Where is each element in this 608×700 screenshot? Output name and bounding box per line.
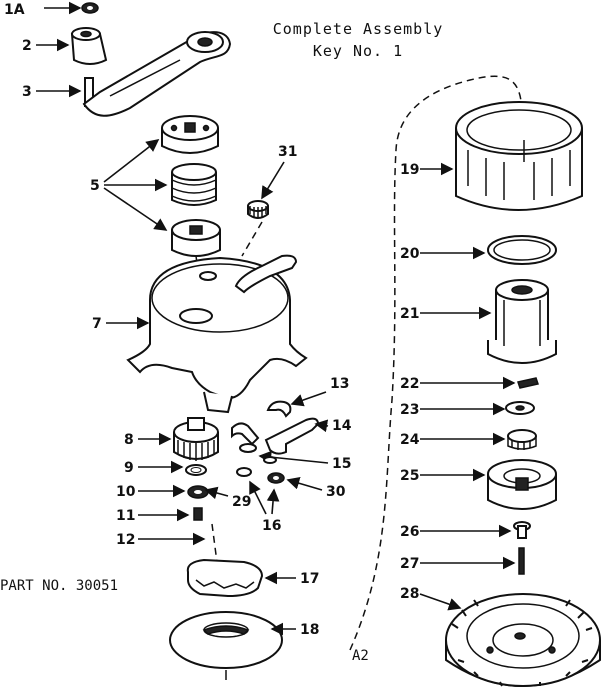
part-16-spacer <box>263 456 277 464</box>
part-number-label: PART NO. 30051 <box>0 578 118 594</box>
callout-17: 17 <box>300 571 319 587</box>
part-13-clip <box>266 400 292 418</box>
callout-27: 27 <box>400 556 419 572</box>
header-key-number: Key No. 1 <box>313 42 403 60</box>
callout-29: 29 <box>232 494 251 510</box>
part-7-housing <box>126 254 308 414</box>
callout-14: 14 <box>332 418 352 434</box>
part-14-lever <box>264 417 320 455</box>
part-10-bearing <box>187 485 209 499</box>
callout-13: 13 <box>330 376 349 392</box>
part-22-key <box>517 377 539 389</box>
callout-16: 16 <box>262 518 281 534</box>
part-5-spring <box>171 163 217 206</box>
callout-3: 3 <box>22 84 32 100</box>
callout-24: 24 <box>400 432 420 448</box>
callout-23: 23 <box>400 402 419 418</box>
part-23-washer <box>505 401 535 415</box>
part-15-link <box>231 422 260 453</box>
callout-18: 18 <box>300 622 319 638</box>
callout-26: 26 <box>400 524 419 540</box>
callout-9: 9 <box>124 460 134 476</box>
callout-28: 28 <box>400 586 419 602</box>
part-11-screw <box>193 507 203 521</box>
axis-line-gear <box>241 221 263 257</box>
part-2-knob <box>70 27 108 65</box>
part-25-clutch-cup <box>487 459 557 510</box>
callout-11: 11 <box>116 508 135 524</box>
part-28-grinding-wheel <box>445 593 601 687</box>
callout-7: 7 <box>92 316 102 332</box>
callout-25: 25 <box>400 468 419 484</box>
part-30-nut <box>267 472 285 484</box>
part-9-ring <box>185 464 207 476</box>
callout-8: 8 <box>124 432 134 448</box>
assembly-dashed-outline <box>349 75 523 651</box>
callout-30: 30 <box>326 484 346 500</box>
callout-19: 19 <box>400 162 419 178</box>
callout-22: 22 <box>400 376 419 392</box>
part-21-motor <box>487 279 557 364</box>
callout-12: 12 <box>116 532 135 548</box>
callout-2: 2 <box>22 38 32 54</box>
callout-21: 21 <box>400 306 419 322</box>
callout-10: 10 <box>116 484 136 500</box>
callout-20: 20 <box>400 246 420 262</box>
part-26-bolt <box>513 521 531 539</box>
header-title: Complete Assembly <box>273 20 444 38</box>
callout-31: 31 <box>278 144 297 160</box>
part-18-base-disc <box>169 611 283 680</box>
callout-5: 5 <box>90 178 100 194</box>
part-5-top-hub <box>161 115 219 154</box>
part-27-pin <box>518 547 525 575</box>
part-8-gear <box>173 417 219 461</box>
callout-1a: 1A <box>4 2 25 18</box>
part-20-ring <box>487 235 557 265</box>
part-19-drum-housing <box>455 101 583 211</box>
sheet-reference: A2 <box>352 648 369 664</box>
part-3-crank-handle <box>82 31 232 117</box>
part-17-cam-plate <box>186 558 264 598</box>
callout-15: 15 <box>332 456 351 472</box>
part-31-small-gear <box>247 200 269 219</box>
part-29-washer <box>236 467 252 477</box>
part-24-gear <box>507 429 537 450</box>
part-1a-washer <box>81 2 99 14</box>
part-5-bottom-hub <box>171 219 221 257</box>
